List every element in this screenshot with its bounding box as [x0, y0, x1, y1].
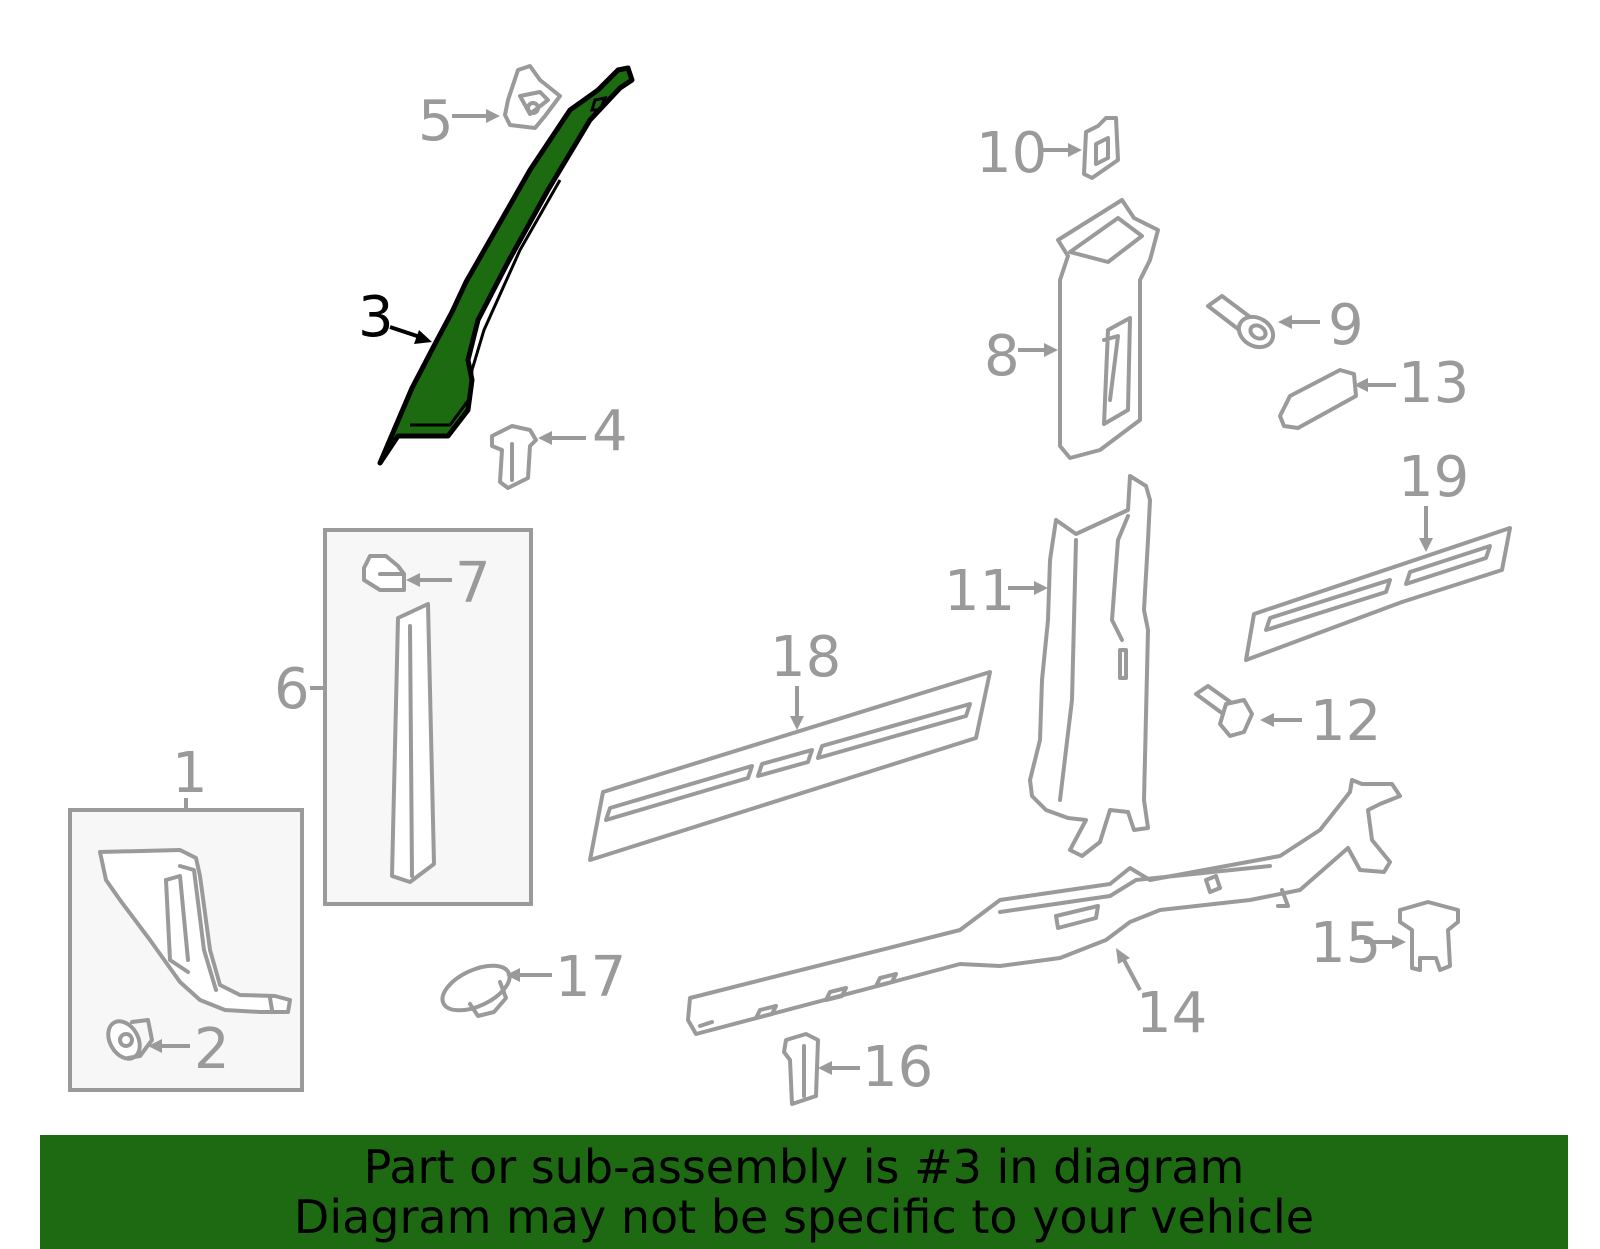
callout-2-label: 2 — [194, 1017, 230, 1082]
callout-5: 5 — [418, 89, 500, 154]
part-19-sill-plate[interactable] — [1244, 526, 1512, 662]
part-2-clip[interactable] — [102, 1016, 154, 1065]
part-1-kick-panel[interactable] — [98, 848, 292, 1014]
part-17-cap[interactable] — [436, 956, 516, 1019]
part-15-clip[interactable] — [1398, 900, 1460, 972]
callout-19: 19 — [1398, 445, 1469, 552]
callout-9-label: 9 — [1328, 293, 1364, 358]
callout-6-label: 6 — [274, 657, 310, 722]
callout-9: 9 — [1278, 293, 1364, 358]
part-18-sill-plate[interactable] — [588, 670, 992, 862]
callout-3: 3 — [358, 285, 432, 350]
banner-line-2: Diagram may not be specific to your vehi… — [293, 1190, 1315, 1244]
callout-19-label: 19 — [1398, 445, 1469, 510]
callout-10: 10 — [976, 121, 1082, 186]
callout-8-label: 8 — [984, 324, 1020, 389]
callout-16-label: 16 — [862, 1035, 933, 1100]
callout-12-label: 12 — [1310, 689, 1381, 754]
callout-17: 17 — [506, 945, 626, 1010]
info-banner: Part or sub-assembly is #3 in diagram Di… — [40, 1135, 1568, 1249]
callout-13-label: 13 — [1398, 351, 1469, 416]
part-3-pillar-trim[interactable] — [377, 65, 635, 466]
callout-14-label: 14 — [1136, 981, 1207, 1046]
callout-2: 2 — [148, 1017, 230, 1082]
part-13-cover[interactable] — [1278, 368, 1358, 430]
callout-1: 1 — [172, 741, 208, 810]
callout-18: 18 — [770, 625, 841, 730]
callout-7: 7 — [406, 551, 491, 616]
part-10-clip[interactable] — [1082, 116, 1120, 180]
banner-line-1: Part or sub-assembly is #3 in diagram — [363, 1140, 1245, 1194]
callout-15: 15 — [1310, 911, 1406, 976]
part-14-sill-trim[interactable] — [686, 778, 1402, 1036]
callout-11: 11 — [944, 559, 1048, 624]
callout-18-label: 18 — [770, 625, 841, 690]
callout-13: 13 — [1354, 351, 1469, 416]
callout-1-label: 1 — [172, 741, 208, 806]
callout-6: 6 — [274, 657, 325, 722]
part-5-bracket[interactable] — [503, 64, 562, 130]
part-16-clip[interactable] — [782, 1032, 820, 1106]
callout-3-label: 3 — [358, 285, 394, 350]
callout-5-label: 5 — [418, 89, 454, 154]
part-6-pillar-trim[interactable] — [390, 602, 436, 884]
callout-4: 4 — [538, 399, 628, 464]
part-7-clip[interactable] — [362, 554, 406, 592]
part-8-pillar-upper[interactable] — [1056, 198, 1160, 460]
part-11-pillar-lower[interactable] — [1028, 474, 1152, 858]
callout-17-label: 17 — [555, 945, 626, 1010]
callout-7-label: 7 — [455, 551, 491, 616]
part-4-clip[interactable] — [490, 424, 538, 490]
callout-4-label: 4 — [592, 399, 628, 464]
part-9-bolt[interactable] — [1206, 294, 1279, 353]
callout-12: 12 — [1260, 689, 1381, 754]
callout-16: 16 — [818, 1035, 933, 1100]
part-12-bolt[interactable] — [1194, 684, 1254, 738]
callout-14: 14 — [1116, 948, 1207, 1046]
callout-11-label: 11 — [944, 559, 1015, 624]
callout-8: 8 — [984, 324, 1058, 389]
callout-10-label: 10 — [976, 121, 1047, 186]
